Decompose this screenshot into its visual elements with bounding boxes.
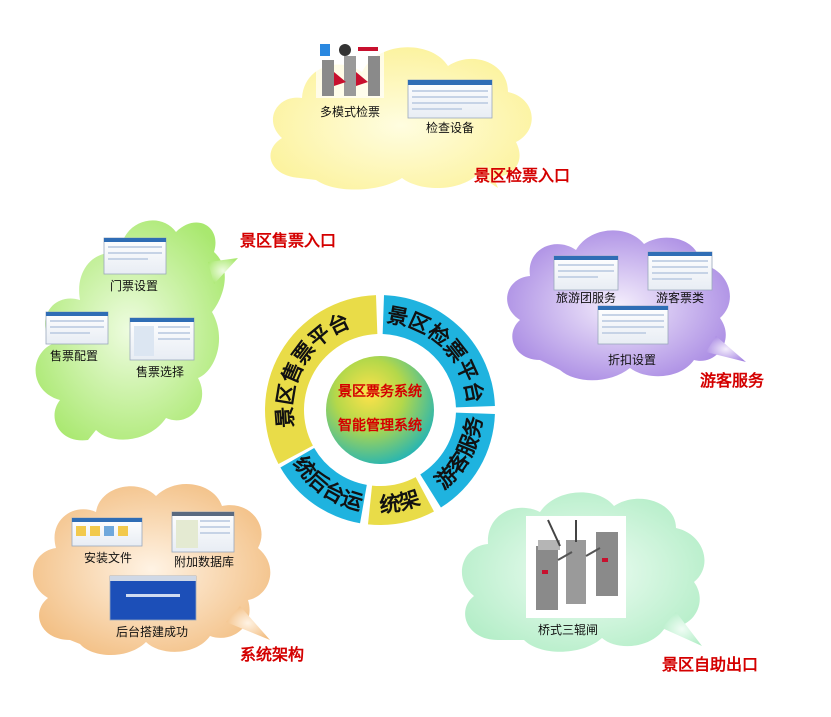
ring-segment [280,448,367,524]
architecture-item-label: 后台搭建成功 [116,624,188,639]
exit-title: 景区自助出口 [662,655,758,674]
visitor-ticket-type-screenshot [647,251,713,291]
cloud-visitor: 旅游团服务 游客票类 折扣设置 [507,230,746,381]
architecture-item-label: 附加数据库 [174,554,234,569]
cloud-ticketing: 门票设置 售票配置 售票选择 [35,220,238,441]
ticketing-item-label: 售票配置 [50,348,98,363]
visitor-item-label: 游客票类 [656,290,704,305]
checkin-item-label: 多模式检票 [320,104,380,119]
center-title-line1: 景区票务系统 [338,383,422,400]
tour-group-screenshot [553,255,619,291]
cloud-architecture: 安装文件 附加数据库 后台搭建成功 [32,483,271,655]
ticketing-title: 景区售票入口 [240,231,336,250]
cloud-exit: 桥式三辊闸 [461,492,705,652]
exit-item-label: 桥式三辊闸 [538,623,598,637]
check-device-screenshot [407,79,493,119]
visitor-item-label: 旅游团服务 [556,290,616,305]
tripod-turnstile-image [526,516,626,618]
ticket-config-screenshot [45,311,109,345]
checkin-title: 景区检票入口 [474,166,570,185]
install-files-screenshot [71,517,143,547]
backend-success-screenshot [109,575,197,621]
ring-segment [264,295,378,464]
attach-database-screenshot [171,511,235,553]
ticket-select-screenshot [129,317,195,361]
ticketing-item-label: 售票选择 [136,364,184,379]
center-disc [326,356,434,464]
visitor-title: 游客服务 [700,371,765,390]
center-title-line2: 智能管理系统 [337,417,422,434]
cloud-checkin: 多模式检票 检查设备 [270,42,532,190]
multi-mode-gate-image [316,42,384,98]
ring-segment [367,477,434,525]
architecture-title: 系统架构 [240,645,304,664]
architecture-item-label: 安装文件 [84,550,132,565]
ticket-setting-screenshot [103,237,167,275]
discount-setting-screenshot [597,305,669,345]
checkin-item-label: 检查设备 [426,120,474,135]
visitor-item-label: 折扣设置 [608,352,656,367]
ring-segment [382,295,495,408]
ticketing-item-label: 门票设置 [110,278,158,293]
ring-segment [420,412,495,508]
ring-segments [264,295,495,525]
